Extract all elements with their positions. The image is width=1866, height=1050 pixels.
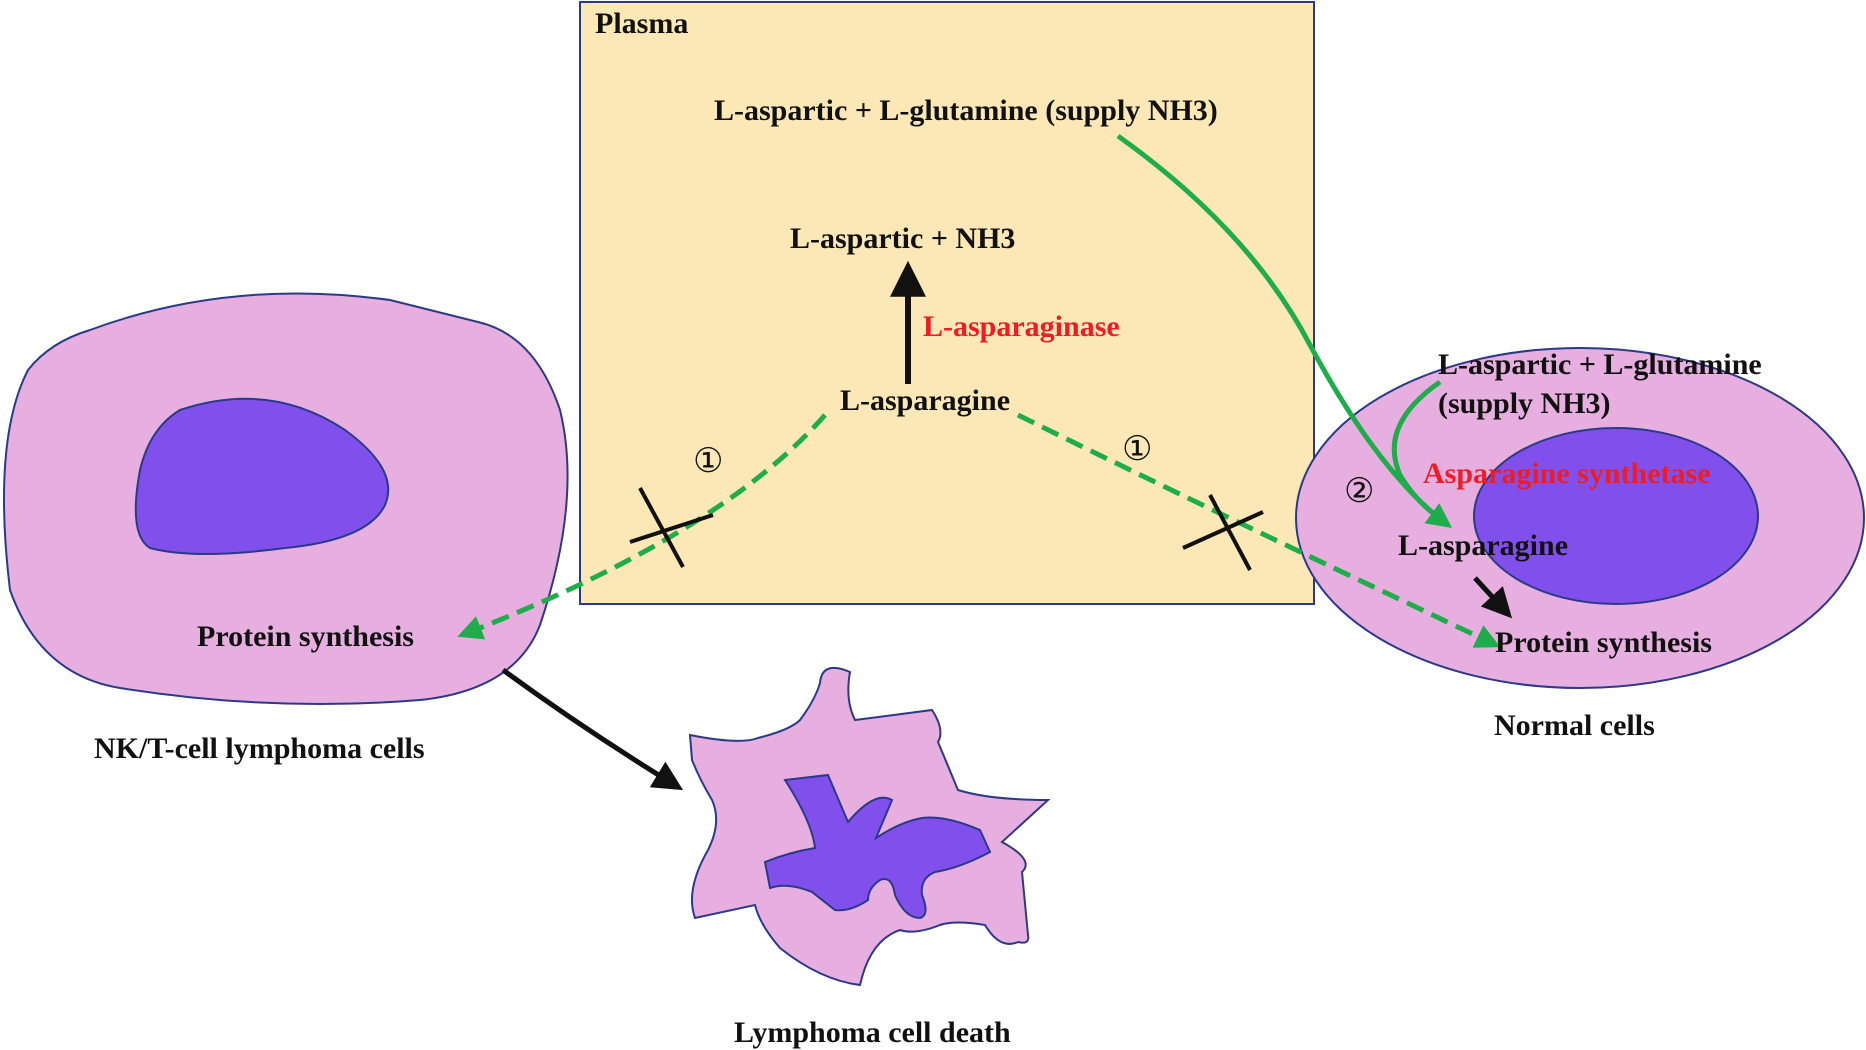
normal-asparagine-label: L-asparagine [1398,529,1568,562]
asparagine-synthetase-label: Asparagine synthetase [1423,457,1711,490]
plasma-supply-label: L-aspartic + L-glutamine (supply NH3) [714,94,1218,127]
normal-protein-arrow [1473,576,1513,619]
death-arrow [501,667,684,791]
block-cross-left [629,487,714,568]
plasma-box [579,1,1315,605]
synthetase-arrow [1391,379,1449,525]
blocked-uptake-right-arrow [1016,412,1501,648]
normal-caption: Normal cells [1494,709,1655,742]
normal-supply-label-line2: (supply NH3) [1438,387,1611,420]
normal-supply-label-line1: L-aspartic + L-glutamine [1438,348,1762,381]
block-cross-right [1182,494,1264,571]
plasma-title: Plasma [595,7,688,40]
normal-nucleus [1473,427,1759,605]
step-2-marker: ② [1344,471,1374,511]
plasma-substrate-label: L-asparagine [840,384,1010,417]
l-asparaginase-label: L-asparaginase [923,310,1120,343]
plasma-product-label: L-aspartic + NH3 [790,222,1015,255]
death-caption: Lymphoma cell death [734,1016,1011,1049]
normal-protein-label: Protein synthesis [1495,626,1712,659]
dying-lymphoma-nucleus [763,773,992,920]
lymphoma-nucleus [134,397,390,555]
step-1-marker-right: ① [1122,429,1152,469]
lymphoma-protein-label: Protein synthesis [197,620,414,653]
lymphoma-caption: NK/T-cell lymphoma cells [94,732,425,765]
step-1-marker-left: ① [693,441,723,481]
blocked-uptake-left-arrow [457,413,827,640]
